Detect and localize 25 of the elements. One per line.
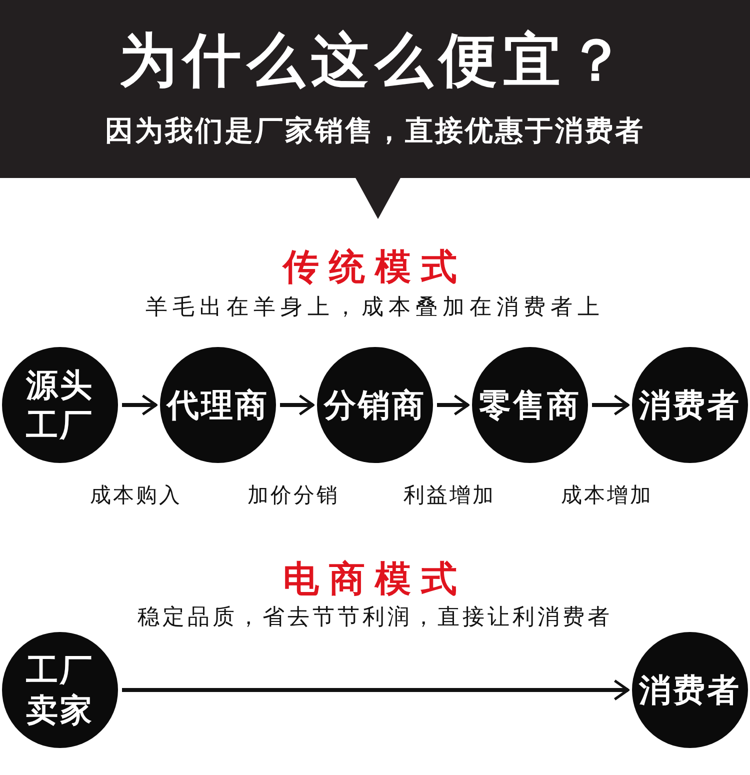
circle-node	[472, 347, 588, 463]
circle-label: 代理商	[165, 385, 270, 425]
circle-label: 消费者	[638, 385, 742, 425]
section-subtitle: 羊毛出在羊身上，成本叠加在消费者上	[144, 294, 606, 322]
section-heading: 传统模式	[281, 246, 468, 290]
arrow	[280, 394, 314, 416]
circle-label: 消费者	[638, 670, 742, 710]
arrow	[437, 394, 470, 416]
arrow	[122, 394, 158, 416]
arrow	[592, 394, 630, 416]
circle-label: 零售商	[478, 385, 582, 425]
circle-node	[317, 347, 433, 463]
circle-node	[2, 347, 118, 463]
subtitle: 因为我们是厂家销售，直接优惠于消费者	[104, 113, 646, 149]
circle-node	[160, 347, 276, 463]
title: 为什么这么便宜？	[118, 25, 632, 96]
circle-node	[632, 347, 748, 463]
circle-node	[632, 632, 748, 748]
circle-label: 工厂卖家	[25, 650, 95, 730]
circle-node	[2, 632, 118, 748]
circle-label: 分销商	[322, 385, 427, 425]
section-subtitle: 稳定品质，省去节节利润，直接让利消费者	[136, 604, 614, 632]
section-heading: 电商模式	[282, 558, 468, 602]
circle-label: 源头工厂	[25, 365, 95, 445]
arrow	[122, 679, 630, 701]
